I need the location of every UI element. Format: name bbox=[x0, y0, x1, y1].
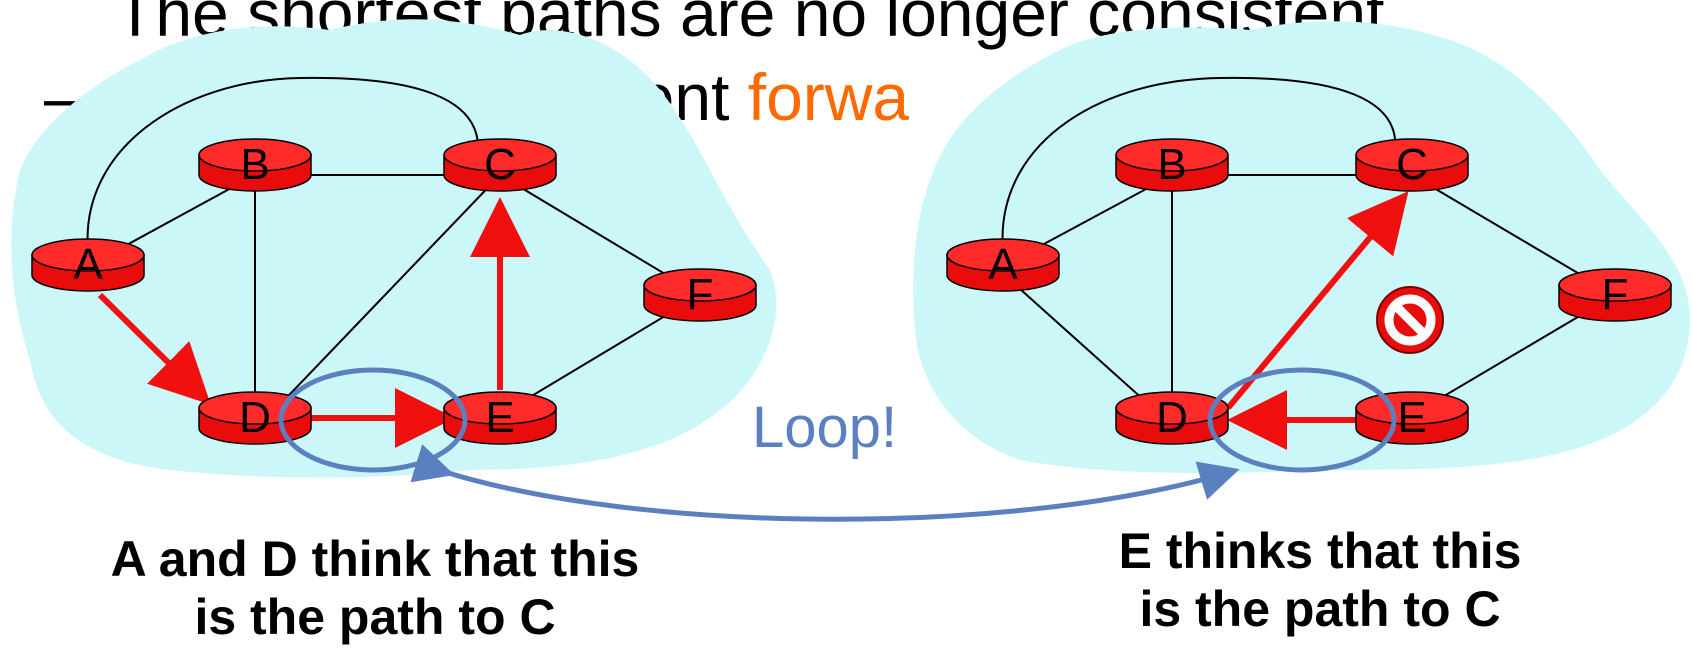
loop-ellipse-right bbox=[1207, 367, 1397, 473]
router-left-b: B bbox=[198, 138, 312, 192]
router-label: D bbox=[1156, 393, 1188, 442]
loop-ellipse-left bbox=[278, 367, 468, 473]
router-left-d: D bbox=[198, 391, 312, 445]
loop-connector-arrow bbox=[410, 444, 1240, 522]
router-label: F bbox=[1602, 270, 1629, 319]
loop-label: Loop! bbox=[752, 395, 897, 460]
link-left-c-d bbox=[269, 174, 501, 416]
arrow-left-a-to-d bbox=[97, 292, 211, 405]
caption-left-line1: A and D think that this bbox=[110, 531, 640, 587]
left-forwarding-arrows bbox=[97, 197, 530, 448]
caption-left: A and D think that this is the path to C bbox=[85, 530, 665, 646]
router-right-b: B bbox=[1115, 138, 1229, 192]
link-right-a-d bbox=[1009, 279, 1156, 411]
router-label: E bbox=[1397, 393, 1426, 442]
router-right-c: C bbox=[1355, 138, 1469, 192]
router-right-e: E bbox=[1355, 391, 1469, 445]
cloud-right bbox=[913, 21, 1690, 473]
router-label: B bbox=[240, 140, 269, 189]
router-right-f: F bbox=[1558, 268, 1672, 322]
router-left-c: C bbox=[443, 138, 557, 192]
caption-right: E thinks that this is the path to C bbox=[1020, 522, 1620, 638]
routers: A B C D E F A B C D E F bbox=[31, 138, 1672, 445]
router-label: E bbox=[485, 393, 514, 442]
router-label: C bbox=[484, 140, 516, 189]
router-label: C bbox=[1396, 140, 1428, 189]
caption-right-line2: is the path to C bbox=[1139, 581, 1501, 637]
router-label: B bbox=[1157, 140, 1186, 189]
router-label: F bbox=[687, 270, 714, 319]
router-label: A bbox=[988, 240, 1018, 289]
router-right-d: D bbox=[1115, 391, 1229, 445]
caption-left-line2: is the path to C bbox=[194, 589, 556, 645]
no-entry-icon bbox=[1376, 286, 1444, 354]
router-left-a: A bbox=[31, 238, 145, 292]
link-right-a-c bbox=[1001, 76, 1397, 251]
router-label: D bbox=[239, 393, 271, 442]
caption-right-line1: E thinks that this bbox=[1118, 523, 1522, 579]
router-right-a: A bbox=[946, 238, 1060, 292]
router-label: A bbox=[73, 240, 103, 289]
router-left-e: E bbox=[443, 391, 557, 445]
router-left-f: F bbox=[643, 268, 757, 322]
link-left-a-c bbox=[86, 76, 480, 251]
